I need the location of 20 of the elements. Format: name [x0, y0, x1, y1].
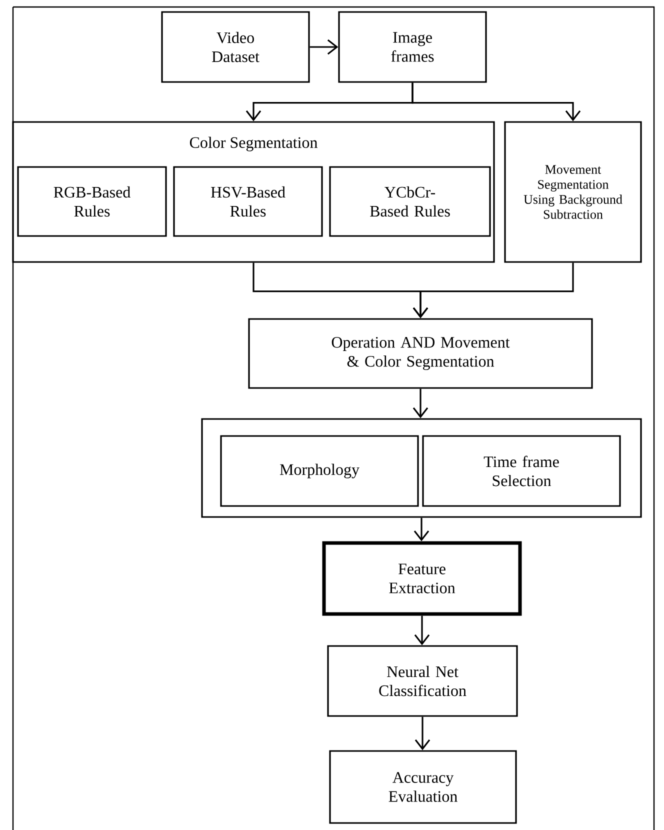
arrow [412, 82, 581, 122]
process-box: Feature Extraction [322, 541, 522, 616]
group-box [201, 418, 642, 518]
arrow [414, 518, 430, 542]
process-box: Operation AND Movement & Color Segmentation [248, 318, 593, 389]
process-box: Image frames [338, 11, 487, 83]
process-box: Movement Segmentation Using Background Subtraction [504, 121, 642, 263]
arrow [414, 716, 430, 750]
arrow [412, 388, 428, 418]
arrow [310, 39, 338, 55]
process-box: Video Dataset [161, 11, 310, 83]
arrow [414, 616, 430, 646]
process-box: RGB-Based Rules [17, 166, 167, 237]
process-box: HSV-Based Rules [173, 166, 323, 237]
process-box: Time frame Selection [422, 435, 621, 507]
arrow [412, 262, 574, 318]
process-box: Accuracy Evaluation [329, 750, 517, 824]
process-box: YCbCr-Based Rules [329, 166, 491, 237]
process-box: Morphology [220, 435, 419, 507]
process-box: Neural Net Classification [327, 645, 518, 717]
